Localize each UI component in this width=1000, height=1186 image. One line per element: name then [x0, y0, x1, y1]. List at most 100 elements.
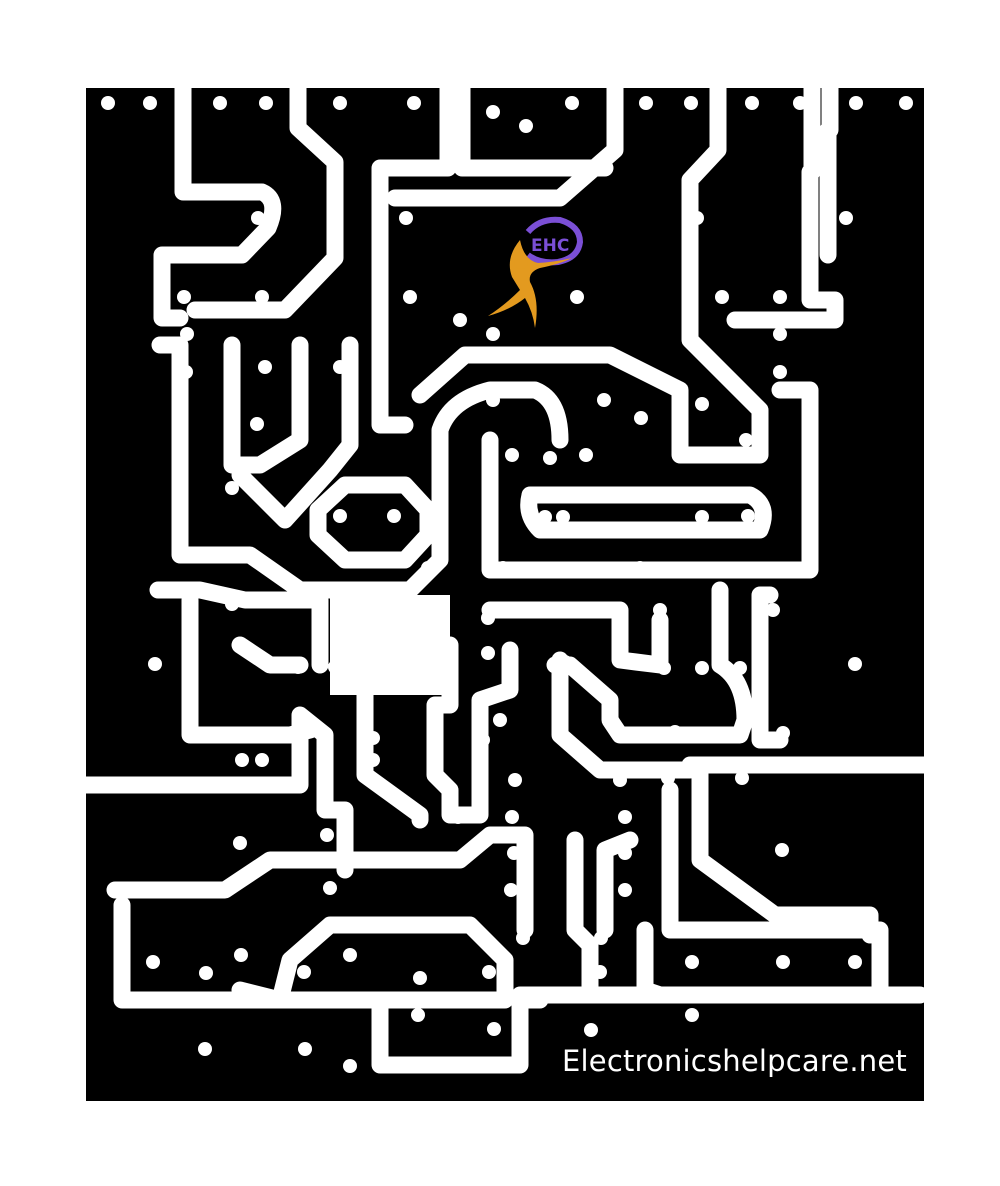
pad-hole	[233, 836, 247, 850]
pad-hole	[504, 883, 518, 897]
pad-hole	[735, 771, 749, 785]
pad-hole	[793, 96, 807, 110]
channel	[596, 831, 639, 939]
pad-hole	[255, 753, 269, 767]
channel	[481, 381, 819, 579]
pad-hole	[633, 561, 647, 575]
pad-hole	[745, 96, 759, 110]
pad-hole	[538, 510, 552, 524]
pad-hole	[613, 773, 627, 787]
pad-hole	[519, 119, 533, 133]
pad-hole	[101, 96, 115, 110]
pad-hole	[365, 660, 379, 674]
pad-hole	[543, 451, 557, 465]
pad-hole	[496, 561, 510, 575]
pad-hole	[320, 828, 334, 842]
pad-hole	[776, 726, 790, 740]
pad-hole	[481, 646, 495, 660]
pad-hole	[403, 290, 417, 304]
pad-hole	[487, 1022, 501, 1036]
pad-hole	[508, 773, 522, 787]
channel	[481, 601, 669, 674]
pad-hole	[505, 810, 519, 824]
channel	[453, 79, 614, 177]
pad-hole	[776, 955, 790, 969]
channel	[149, 581, 329, 674]
pad-hole	[323, 881, 337, 895]
pad-hole	[668, 725, 682, 739]
pad-hole	[297, 965, 311, 979]
pad-hole	[639, 96, 653, 110]
pad-hole	[579, 448, 593, 462]
channel	[271, 916, 514, 1009]
pad-hole	[146, 955, 160, 969]
pad-hole	[398, 417, 412, 431]
pad-hole	[366, 731, 380, 745]
channel	[151, 336, 569, 599]
pad-hole	[235, 753, 249, 767]
pad-hole	[634, 411, 648, 425]
pad-hole	[486, 327, 500, 341]
channel	[223, 336, 309, 474]
pad-hole	[505, 448, 519, 462]
pad-hole	[143, 96, 157, 110]
pad-hole	[177, 290, 191, 304]
pad-hole	[839, 211, 853, 225]
pad-hole	[333, 360, 347, 374]
pad-hole	[516, 931, 530, 945]
pad-hole	[486, 393, 500, 407]
pad-hole	[848, 955, 862, 969]
channel	[566, 831, 599, 999]
pad-hole	[298, 1042, 312, 1056]
pad-hole	[741, 509, 755, 523]
channel	[231, 636, 309, 674]
pad-hole	[179, 365, 193, 379]
pad-hole	[493, 713, 507, 727]
pad-hole	[618, 846, 632, 860]
pad-hole	[653, 603, 667, 617]
pad-hole	[594, 931, 608, 945]
open-areas	[330, 595, 450, 695]
pad-hole	[180, 327, 194, 341]
pad-hole	[451, 810, 465, 824]
pad-hole	[695, 661, 709, 675]
pad-hole	[225, 597, 239, 611]
pad-hole	[739, 433, 753, 447]
pad-hole	[715, 290, 729, 304]
channel	[411, 79, 769, 464]
channel	[309, 476, 437, 569]
pad-hole	[453, 313, 467, 327]
channel	[819, 79, 839, 264]
logo-figure	[488, 240, 572, 328]
isolation-channels	[77, 79, 933, 1074]
pad-hole	[343, 1059, 357, 1073]
pad-hole	[259, 96, 273, 110]
pad-hole	[684, 96, 698, 110]
pad-hole	[661, 771, 675, 785]
pad-hole	[605, 713, 619, 727]
pad-hole	[291, 660, 305, 674]
pad-hole	[148, 657, 162, 671]
pad-hole	[486, 105, 500, 119]
pad-hole	[733, 661, 747, 675]
pad-hole	[283, 508, 297, 522]
pad-hole	[690, 211, 704, 225]
pad-hole	[407, 96, 421, 110]
pad-hole	[476, 733, 490, 747]
channel	[113, 896, 289, 1009]
pad-hole	[570, 290, 584, 304]
channel	[426, 636, 519, 824]
pad-hole	[848, 657, 862, 671]
pad-hole	[413, 971, 427, 985]
channel	[371, 79, 457, 434]
pad-hole	[255, 290, 269, 304]
pad-hole	[685, 1008, 699, 1022]
channel	[551, 651, 699, 779]
pad-hole	[695, 510, 709, 524]
channel	[231, 336, 359, 529]
pad-hole	[584, 1023, 598, 1037]
channel	[520, 486, 772, 539]
pad-hole	[366, 753, 380, 767]
logo: EHC	[488, 216, 584, 328]
